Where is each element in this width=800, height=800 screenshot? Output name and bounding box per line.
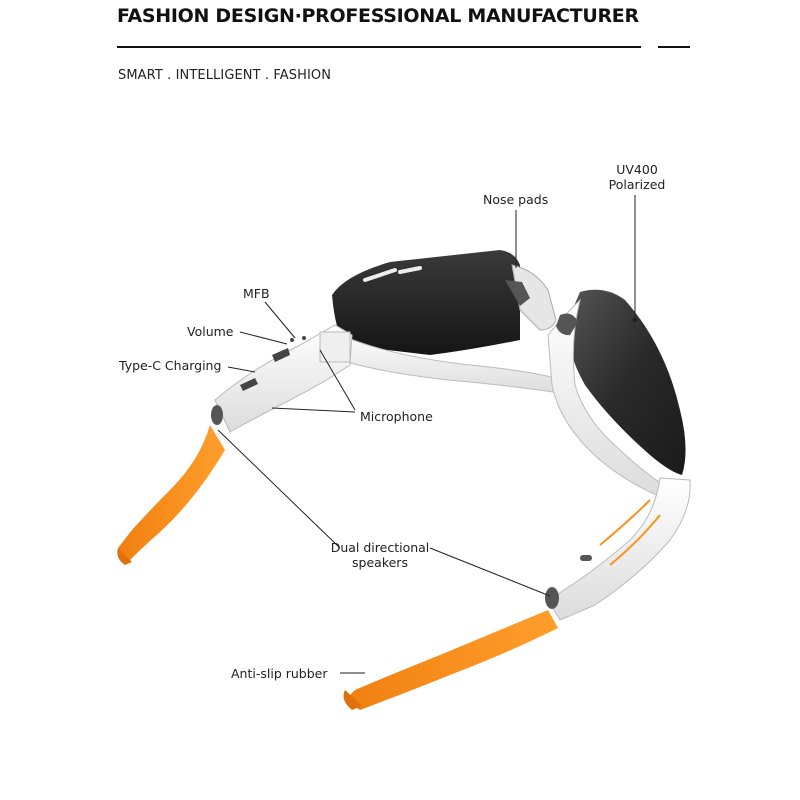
callout-microphone: Microphone: [360, 409, 433, 424]
front-frame: [329, 298, 673, 501]
right-lens: [567, 289, 686, 475]
callout-nose-pads: Nose pads: [483, 192, 549, 207]
page-subtitle: SMART . INTELLIGENT . FASHION: [118, 68, 332, 83]
page-title: FASHION DESIGN·PROFESSIONAL MANUFACTURER: [117, 5, 639, 27]
callout-type-c-charging: Type-C Charging: [119, 358, 222, 373]
left-arm-rubber: [117, 425, 225, 565]
leader-speakers-right: [429, 547, 551, 597]
leader-microphone-a: [271, 407, 356, 413]
leader-volume: [239, 331, 288, 345]
header-divider: [117, 46, 641, 48]
callout-uv400-line2: Polarized: [608, 177, 666, 192]
callout-mfb: MFB: [243, 286, 270, 301]
nose-pads: [505, 264, 578, 336]
callout-speakers-line1: Dual directional: [330, 540, 430, 555]
header-divider-accent: [658, 46, 690, 48]
leader-mfb: [264, 301, 296, 339]
leader-speakers-left: [217, 429, 341, 549]
callout-volume: Volume: [187, 324, 234, 339]
callout-speakers-line2: speakers: [352, 555, 408, 570]
left-temple: [211, 324, 353, 433]
callout-dual-speakers: Dual directional speakers: [325, 540, 435, 570]
callout-uv400: UV400 Polarized: [606, 162, 668, 192]
callout-lines: [217, 195, 638, 674]
callout-anti-slip-rubber: Anti-slip rubber: [231, 666, 328, 681]
leader-microphone-b: [319, 349, 356, 411]
right-arm-rubber: [343, 610, 558, 710]
right-temple: [545, 477, 691, 621]
left-lens: [332, 250, 520, 355]
leader-type-c: [227, 366, 256, 373]
callout-uv400-line1: UV400: [616, 162, 658, 177]
